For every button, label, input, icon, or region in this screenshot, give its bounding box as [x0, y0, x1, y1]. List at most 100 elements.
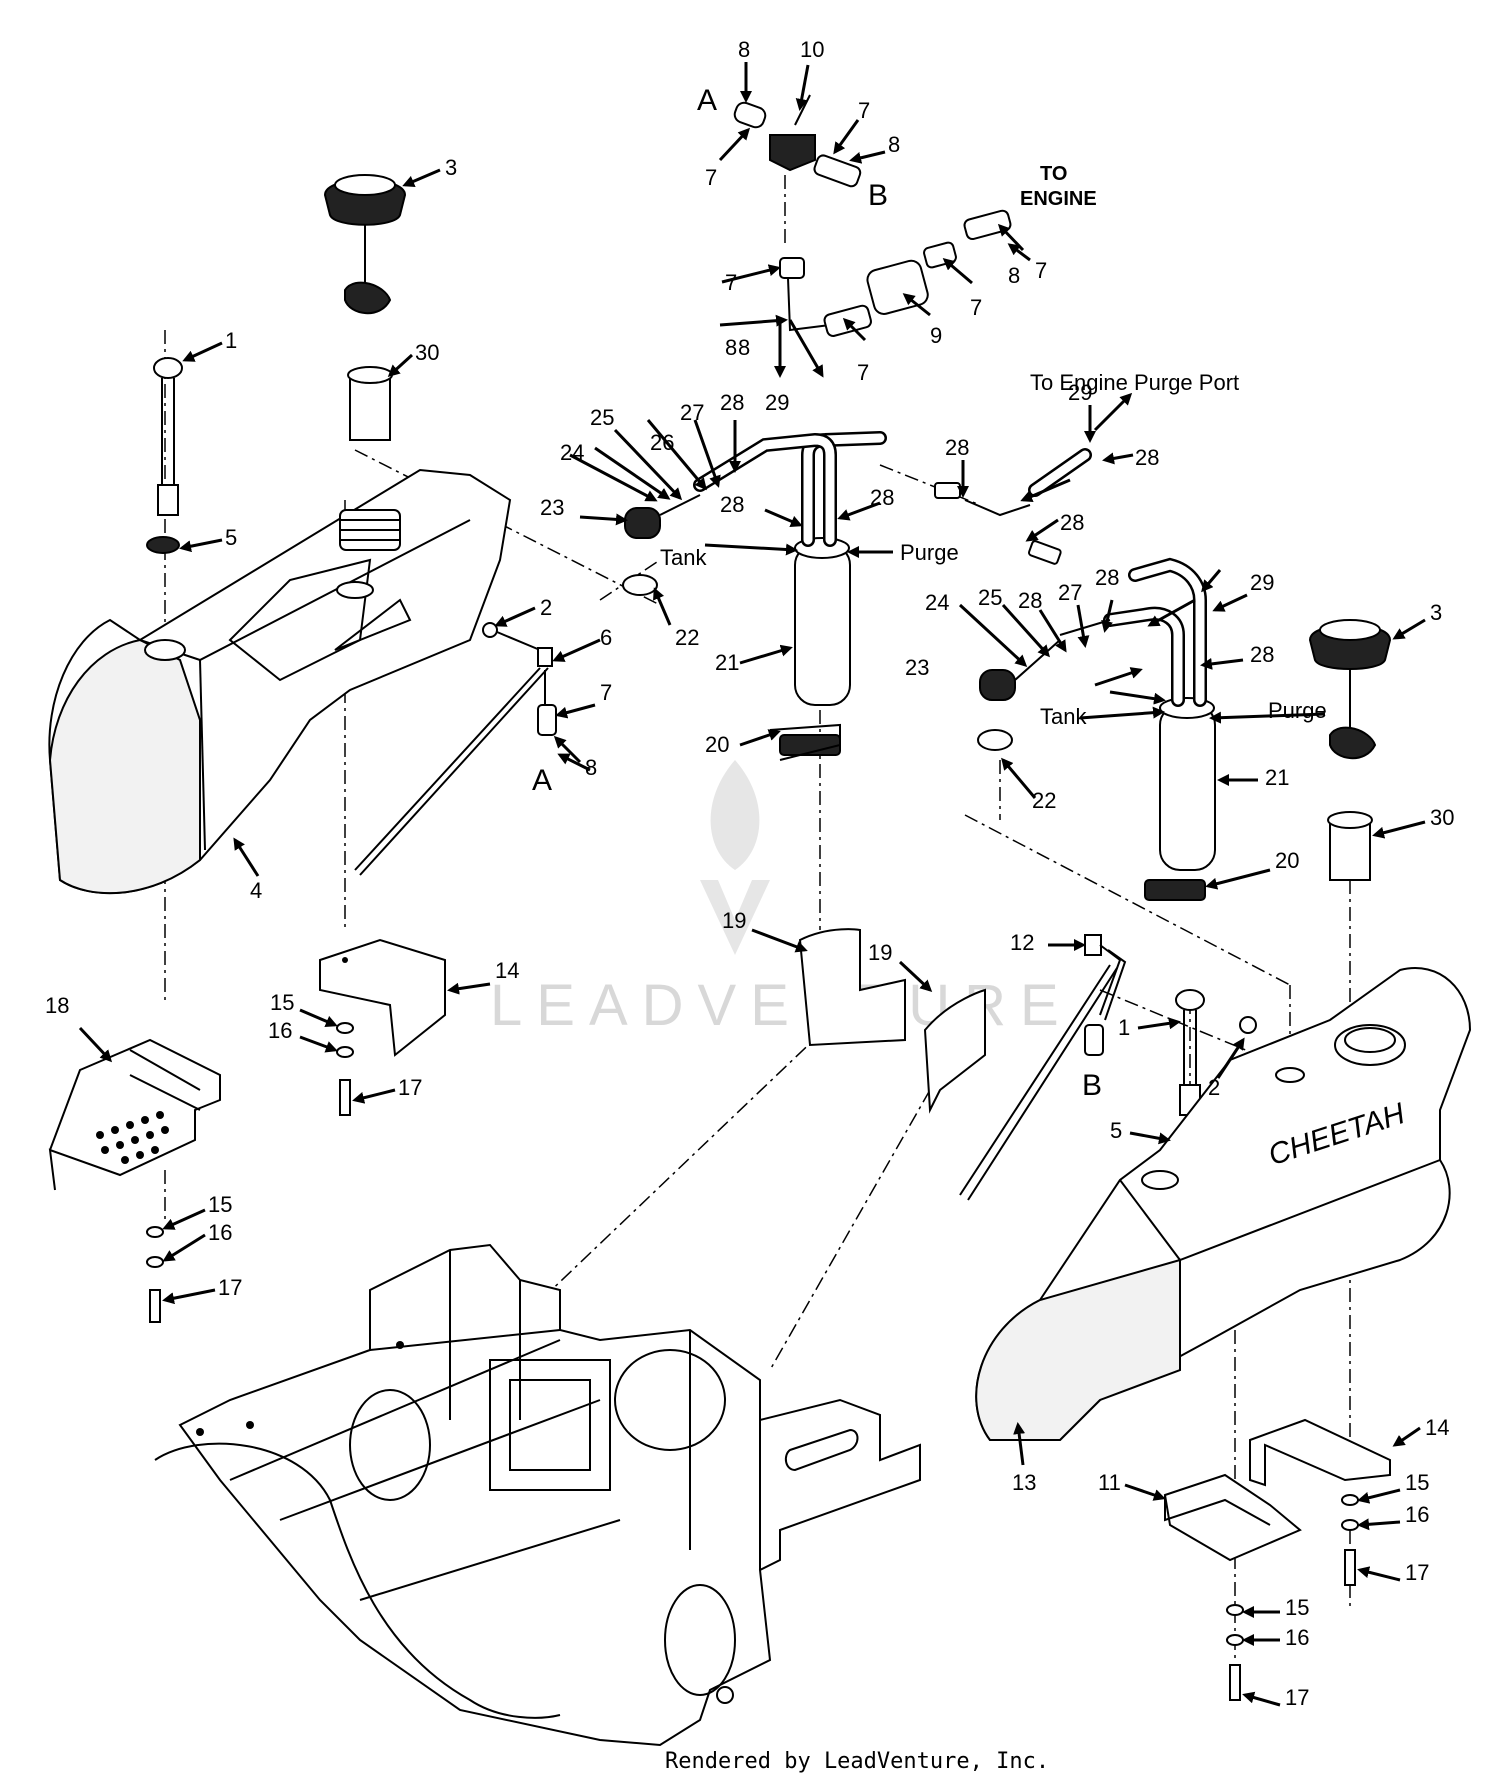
callout-2: 2 — [540, 595, 552, 620]
callout-18: 18 — [45, 993, 69, 1018]
callout-17: 17 — [1405, 1560, 1429, 1585]
callout-8: 8 — [738, 335, 750, 360]
callout-23: 23 — [905, 655, 929, 680]
to-engine-label-2: ENGINE — [1020, 188, 1097, 210]
callout-B: B — [1082, 1069, 1102, 1102]
callout-8: 8 — [725, 335, 737, 360]
callout-28: 28 — [720, 390, 744, 415]
callout-7: 7 — [705, 165, 717, 190]
shutoff-valve — [733, 94, 862, 188]
callout-13: 13 — [1012, 1470, 1036, 1495]
callout-26: 26 — [650, 430, 674, 455]
fuel-cap-left — [323, 174, 407, 441]
callout-23: 23 — [540, 495, 564, 520]
callout-29: 29 — [1068, 380, 1092, 405]
callout-A: A — [532, 764, 552, 797]
callout-labels: 8 10 A 7 7 8 B 3 7 8 7 7 9 8 7 TO ENGINE… — [45, 37, 1454, 1710]
evap-canister-right — [977, 557, 1216, 901]
callout-10: 10 — [800, 37, 824, 62]
callout-7: 7 — [858, 98, 870, 123]
callout-15: 15 — [1285, 1595, 1309, 1620]
callout-7: 7 — [1035, 258, 1047, 283]
callout-8: 8 — [585, 755, 597, 780]
callout-20: 20 — [705, 732, 729, 757]
callout-4: 4 — [250, 878, 262, 903]
callout-27: 27 — [680, 400, 704, 425]
chassis-frame — [154, 1243, 921, 1747]
tank-bracket-right-14 — [1249, 1418, 1391, 1586]
callout-25: 25 — [978, 585, 1002, 610]
callout-17: 17 — [398, 1075, 422, 1100]
callout-16: 16 — [1405, 1502, 1429, 1527]
to-engine-label-1: TO — [1040, 163, 1067, 185]
callout-30: 30 — [1430, 805, 1454, 830]
callout-19: 19 — [868, 940, 892, 965]
callout-7: 7 — [970, 295, 982, 320]
callout-3: 3 — [1430, 600, 1442, 625]
callout-9: 9 — [930, 323, 942, 348]
callout-14: 14 — [495, 958, 519, 983]
tank-label-right: Tank — [1040, 704, 1087, 729]
callout-20: 20 — [1275, 848, 1299, 873]
callout-28: 28 — [870, 485, 894, 510]
callout-24: 24 — [560, 440, 584, 465]
callout-22: 22 — [1032, 788, 1056, 813]
callout-28: 28 — [1060, 510, 1084, 535]
callout-27: 27 — [1058, 580, 1082, 605]
callout-28: 28 — [945, 435, 969, 460]
callout-15: 15 — [208, 1192, 232, 1217]
canister-bracket-19a — [798, 928, 906, 1047]
center-lines — [164, 175, 1351, 1660]
callout-3: 3 — [445, 155, 457, 180]
callout-5: 5 — [1110, 1118, 1122, 1143]
callout-29: 29 — [765, 390, 789, 415]
vent-assembly-left — [354, 622, 557, 876]
callout-17: 17 — [1285, 1685, 1309, 1710]
callout-8: 8 — [738, 37, 750, 62]
callout-12: 12 — [1010, 930, 1034, 955]
callout-B: B — [868, 179, 888, 212]
callout-21: 21 — [715, 650, 739, 675]
callout-14: 14 — [1425, 1415, 1449, 1440]
tank-bracket-right-11 — [1163, 1473, 1302, 1701]
evap-canister-left — [622, 431, 887, 761]
callout-16: 16 — [1285, 1625, 1309, 1650]
purge-port-line — [934, 448, 1092, 565]
callout-16: 16 — [268, 1018, 292, 1043]
to-engine-purge-port-label: To Engine Purge Port — [1030, 370, 1239, 395]
callout-A: A — [697, 84, 717, 117]
purge-label-left: Purge — [900, 540, 959, 565]
callout-25: 25 — [590, 405, 614, 430]
callout-30: 30 — [415, 340, 439, 365]
callout-24: 24 — [925, 590, 949, 615]
callout-11: 11 — [1098, 1470, 1121, 1495]
callout-22: 22 — [675, 625, 699, 650]
callout-15: 15 — [270, 990, 294, 1015]
callout-8: 8 — [888, 132, 900, 157]
callout-21: 21 — [1265, 765, 1289, 790]
callout-17: 17 — [218, 1275, 242, 1300]
callout-28: 28 — [1135, 445, 1159, 470]
callout-16: 16 — [208, 1220, 232, 1245]
callout-19: 19 — [722, 908, 746, 933]
footer-credit: Rendered by LeadVenture, Inc. — [665, 1749, 1049, 1774]
right-fuel-tank: CHEETAH — [975, 967, 1472, 1441]
callout-8: 8 — [1008, 263, 1020, 288]
callout-7: 7 — [725, 270, 737, 295]
callout-15: 15 — [1405, 1470, 1429, 1495]
callout-1: 1 — [225, 328, 237, 353]
callout-5: 5 — [225, 525, 237, 550]
callout-29: 29 — [1250, 570, 1274, 595]
purge-label-right: Purge — [1268, 698, 1327, 723]
leader-arrows — [78, 62, 1426, 1707]
canister-bracket-19b — [923, 988, 986, 1114]
callout-28: 28 — [720, 492, 744, 517]
heat-shield — [48, 1038, 221, 1323]
callout-28: 28 — [1095, 565, 1119, 590]
callout-28: 28 — [1250, 642, 1274, 667]
callout-7: 7 — [857, 360, 869, 385]
left-fuel-tank — [48, 468, 512, 895]
fuel-sender-left — [146, 357, 183, 554]
fuel-cap-right — [1308, 619, 1392, 881]
